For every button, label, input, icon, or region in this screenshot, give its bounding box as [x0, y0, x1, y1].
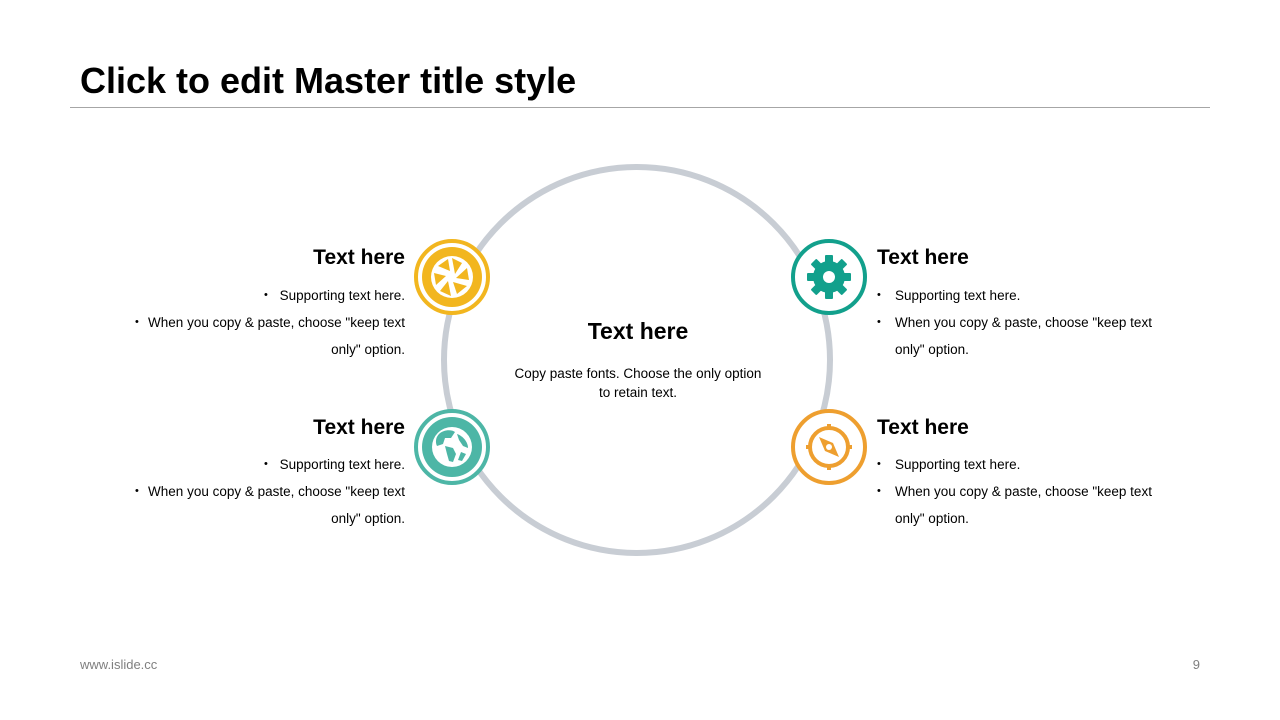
aperture-icon-ring	[414, 239, 490, 315]
list-item[interactable]: •When you copy & paste, choose "keep tex…	[877, 315, 1152, 330]
list-item[interactable]: •Supporting text here.	[877, 457, 1021, 472]
gear-icon-ring	[791, 239, 867, 315]
center-heading[interactable]: Text here	[587, 318, 689, 344]
gear-icon	[799, 247, 859, 307]
item-heading-top-right[interactable]: Text here	[877, 246, 969, 269]
item-bullets-top-right: •Supporting text here. •When you copy & …	[877, 282, 1157, 363]
globe-icon-ring	[414, 409, 490, 485]
list-item-continuation[interactable]: only" option.	[895, 511, 969, 526]
list-item-continuation[interactable]: only" option.	[895, 342, 969, 357]
camera-aperture-icon	[422, 247, 482, 307]
list-item[interactable]: •Supporting text here.	[264, 288, 405, 303]
slide-title[interactable]: Click to edit Master title style	[80, 60, 577, 101]
title-divider	[70, 107, 1210, 108]
list-item[interactable]: •When you copy & paste, choose "keep tex…	[135, 315, 405, 330]
globe-icon	[422, 417, 482, 477]
list-item[interactable]: •Supporting text here.	[264, 457, 405, 472]
item-heading-bottom-right[interactable]: Text here	[877, 416, 969, 439]
compass-icon	[799, 417, 859, 477]
item-heading-top-left[interactable]: Text here	[313, 246, 405, 269]
list-item[interactable]: •When you copy & paste, choose "keep tex…	[877, 484, 1152, 499]
central-circle	[441, 164, 833, 556]
list-item[interactable]: •When you copy & paste, choose "keep tex…	[135, 484, 405, 499]
compass-icon-ring	[791, 409, 867, 485]
page-number: 9	[1192, 657, 1200, 672]
list-item-continuation[interactable]: only" option.	[331, 342, 405, 357]
list-item-continuation[interactable]: only" option.	[331, 511, 405, 526]
item-heading-bottom-left[interactable]: Text here	[313, 416, 405, 439]
footer-website: www.islide.cc	[80, 657, 158, 672]
list-item[interactable]: •Supporting text here.	[877, 288, 1021, 303]
item-bullets-top-left: •Supporting text here. •When you copy & …	[135, 282, 405, 363]
center-body-text[interactable]: Copy paste fonts. Choose the only option…	[514, 366, 762, 400]
item-bullets-bottom-right: •Supporting text here. •When you copy & …	[877, 451, 1157, 532]
item-bullets-bottom-left: •Supporting text here. •When you copy & …	[135, 451, 405, 532]
